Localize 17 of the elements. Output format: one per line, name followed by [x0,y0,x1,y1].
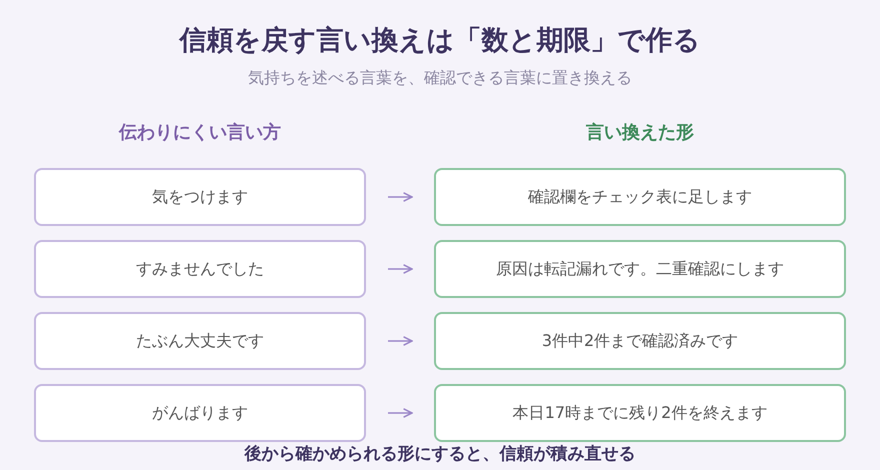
column-heading: 言い換えた形 [585,121,695,144]
text-box: 本日17時までに残り2件を終えます [434,384,846,442]
arrow [388,408,413,418]
column-heading: 伝わりにくい言い方 [118,121,282,144]
text-box: 気をつけます [34,168,366,226]
arrow [388,264,413,274]
text-box: すみませんでした [34,240,366,298]
subtitle: 気持ちを述べる言葉を、確認できる言葉に置き換える [247,68,633,89]
arrow [388,192,413,202]
text-box: 原因は転記漏れです。二重確認にします [434,240,846,298]
arrow [388,336,413,346]
text-box: 確認欄をチェック表に足します [434,168,846,226]
text-box: がんばります [34,384,366,442]
text-box: たぶん大丈夫です [34,312,366,370]
title: 信頼を戻す言い換えは「数と期限」で作る [178,24,702,58]
caption: 後から確かめられる形にすると、信頼が積み直せる [243,443,636,465]
text-box: 3件中2件まで確認済みです [434,312,846,370]
